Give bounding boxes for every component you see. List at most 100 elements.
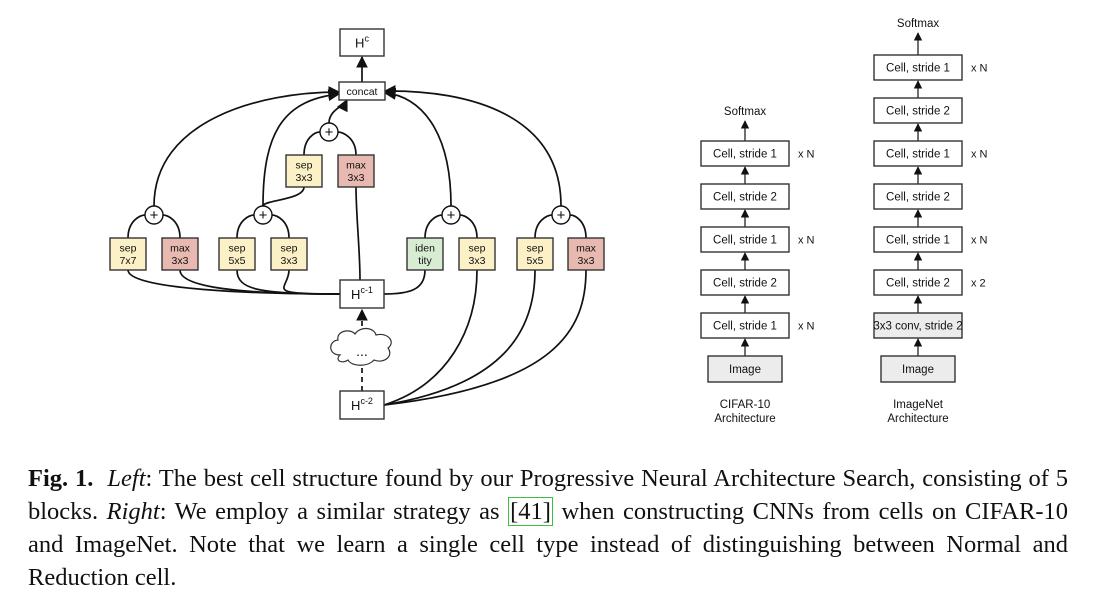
op-b3-right-label: max	[346, 160, 367, 172]
cifar-layer-2-box	[700, 183, 790, 210]
concat-node: concat	[338, 81, 386, 101]
edge-b3-left-to-plus	[303, 131, 321, 156]
cifar-input: Image	[707, 355, 783, 383]
imagenet-layer-4: Cell, stride 2	[873, 183, 963, 210]
concat-node-label: concat	[347, 86, 378, 98]
plus-b5: +	[551, 205, 571, 225]
imagenet-repeat-5: x N	[971, 235, 988, 247]
input-hc-2: Hc-2	[339, 390, 385, 420]
op-b4-right-label: sep	[469, 243, 486, 255]
cifar-layer-3: Cell, stride 1	[700, 226, 790, 253]
imagenet-layer-5: Cell, stride 1	[873, 226, 963, 253]
figure-caption: Fig. 1. Left: The best cell structure fou…	[28, 462, 1068, 594]
op-b2-right-label: 3x3	[281, 255, 298, 267]
imagenet-layer-1: Cell, stride 1	[873, 54, 963, 81]
imagenet-layer-6-box	[873, 269, 963, 296]
imagenet-layer-5-label: Cell, stride 1	[886, 235, 950, 247]
imagenet-repeat-6: x 2	[971, 278, 986, 290]
cifar-layer-1-box	[700, 140, 790, 167]
plus-b3: +	[319, 122, 339, 142]
ellipsis-text: ...	[356, 343, 368, 359]
cifar-layer-5-label: Cell, stride 1	[713, 321, 777, 333]
imagenet-layer-5-box	[873, 226, 963, 253]
op-b1-right-label: max	[170, 243, 191, 255]
imagenet-layer-7: 3x3 conv, stride 2	[873, 312, 963, 339]
op-b4-left-label: tity	[418, 255, 432, 267]
caption-right-label: Right	[106, 498, 160, 525]
edge-hc2-to-b5-left	[383, 269, 536, 406]
edge-b2-to-concat	[262, 89, 341, 207]
op-b1-right-label: 3x3	[172, 255, 189, 267]
figure-number: Fig. 1.	[28, 465, 94, 492]
op-b5-right-label: max	[576, 243, 597, 255]
imagenet-repeat-3: x N	[971, 149, 988, 161]
op-b1-left-label: 7x7	[120, 255, 137, 267]
edge-b2-right-to-plus	[271, 214, 290, 239]
caption-left-label: Left	[107, 465, 146, 492]
output-hc-box	[339, 28, 385, 57]
imagenet-input-label: Image	[902, 364, 934, 376]
imagenet-layer-3-label: Cell, stride 1	[886, 149, 950, 161]
imagenet-layer-3: Cell, stride 1	[873, 140, 963, 167]
plus-b2: +	[253, 205, 273, 225]
cifar-layer-2: Cell, stride 2	[700, 183, 790, 210]
cell-nodes: sep7x7max3x3+sep5x5sep3x3+identitysep3x3…	[109, 28, 605, 420]
input-hc-2-box	[339, 390, 385, 420]
imagenet-layer-7-box	[873, 312, 963, 339]
imagenet-repeat-1: x N	[971, 63, 988, 75]
op-b3-left-label: sep	[296, 160, 313, 172]
imagenet-input: Image	[880, 355, 956, 383]
imagenet-layer-2-label: Cell, stride 2	[886, 106, 950, 118]
cifar-layer-2-label: Cell, stride 2	[713, 192, 777, 204]
cifar-input-label: Image	[729, 364, 761, 376]
op-b4-left-box	[406, 237, 444, 271]
plus-b4: +	[441, 205, 461, 225]
imagenet-layer-4-label: Cell, stride 2	[886, 192, 950, 204]
edge-b4-right-to-plus	[459, 214, 478, 239]
edge-b1-to-concat	[153, 86, 341, 207]
input-hc-1-label: Hc-1	[351, 285, 373, 302]
caption-left-text: : The best cell structure found by our P…	[28, 465, 1068, 525]
cifar-repeat-5: x N	[798, 321, 815, 333]
cifar-layer-1: Cell, stride 1	[700, 140, 790, 167]
cifar-layer-3-label: Cell, stride 1	[713, 235, 777, 247]
op-b2-right-box	[270, 237, 308, 271]
cifar-layer-4-label: Cell, stride 2	[713, 278, 777, 290]
op-b5-right-box	[567, 237, 605, 271]
cifar-layer-5: Cell, stride 1	[700, 312, 790, 339]
op-b2-left-box	[218, 237, 256, 271]
op-b3-right-label: 3x3	[348, 172, 365, 184]
edge-hc2-to-b4-right	[383, 269, 478, 406]
imagenet-title-line1: ImageNet	[893, 399, 944, 411]
caption-right-text-1: : We employ a similar strategy as	[159, 498, 500, 525]
cifar-layer-1-label: Cell, stride 1	[713, 149, 777, 161]
cifar-repeat-3: x N	[798, 235, 815, 247]
imagenet-layer-3-box	[873, 140, 963, 167]
edge-b1-left-to-plus	[127, 214, 146, 239]
cifar-input-box	[707, 355, 783, 383]
plus-b3-symbol: +	[325, 124, 334, 141]
output-hc-label: Hc	[355, 34, 369, 51]
cifar-softmax-label: Softmax	[724, 106, 766, 118]
cifar-repeat-1: x N	[798, 149, 815, 161]
edge-b2-left-to-plus	[236, 214, 255, 239]
input-hc-2-label: Hc-2	[351, 396, 373, 413]
cifar-layer-4-box	[700, 269, 790, 296]
input-hc-1: Hc-1	[339, 279, 385, 309]
edge-hc1-to-b4-left	[383, 269, 426, 295]
output-hc: Hc	[339, 28, 385, 57]
edge-b5-right-to-plus	[569, 214, 587, 239]
cifar-layer-3-box	[700, 226, 790, 253]
imagenet-layer-2: Cell, stride 2	[873, 97, 963, 124]
cell-edges	[127, 55, 587, 406]
plus-b2-symbol: +	[259, 207, 268, 224]
citation-link[interactable]: [41]	[508, 497, 553, 526]
